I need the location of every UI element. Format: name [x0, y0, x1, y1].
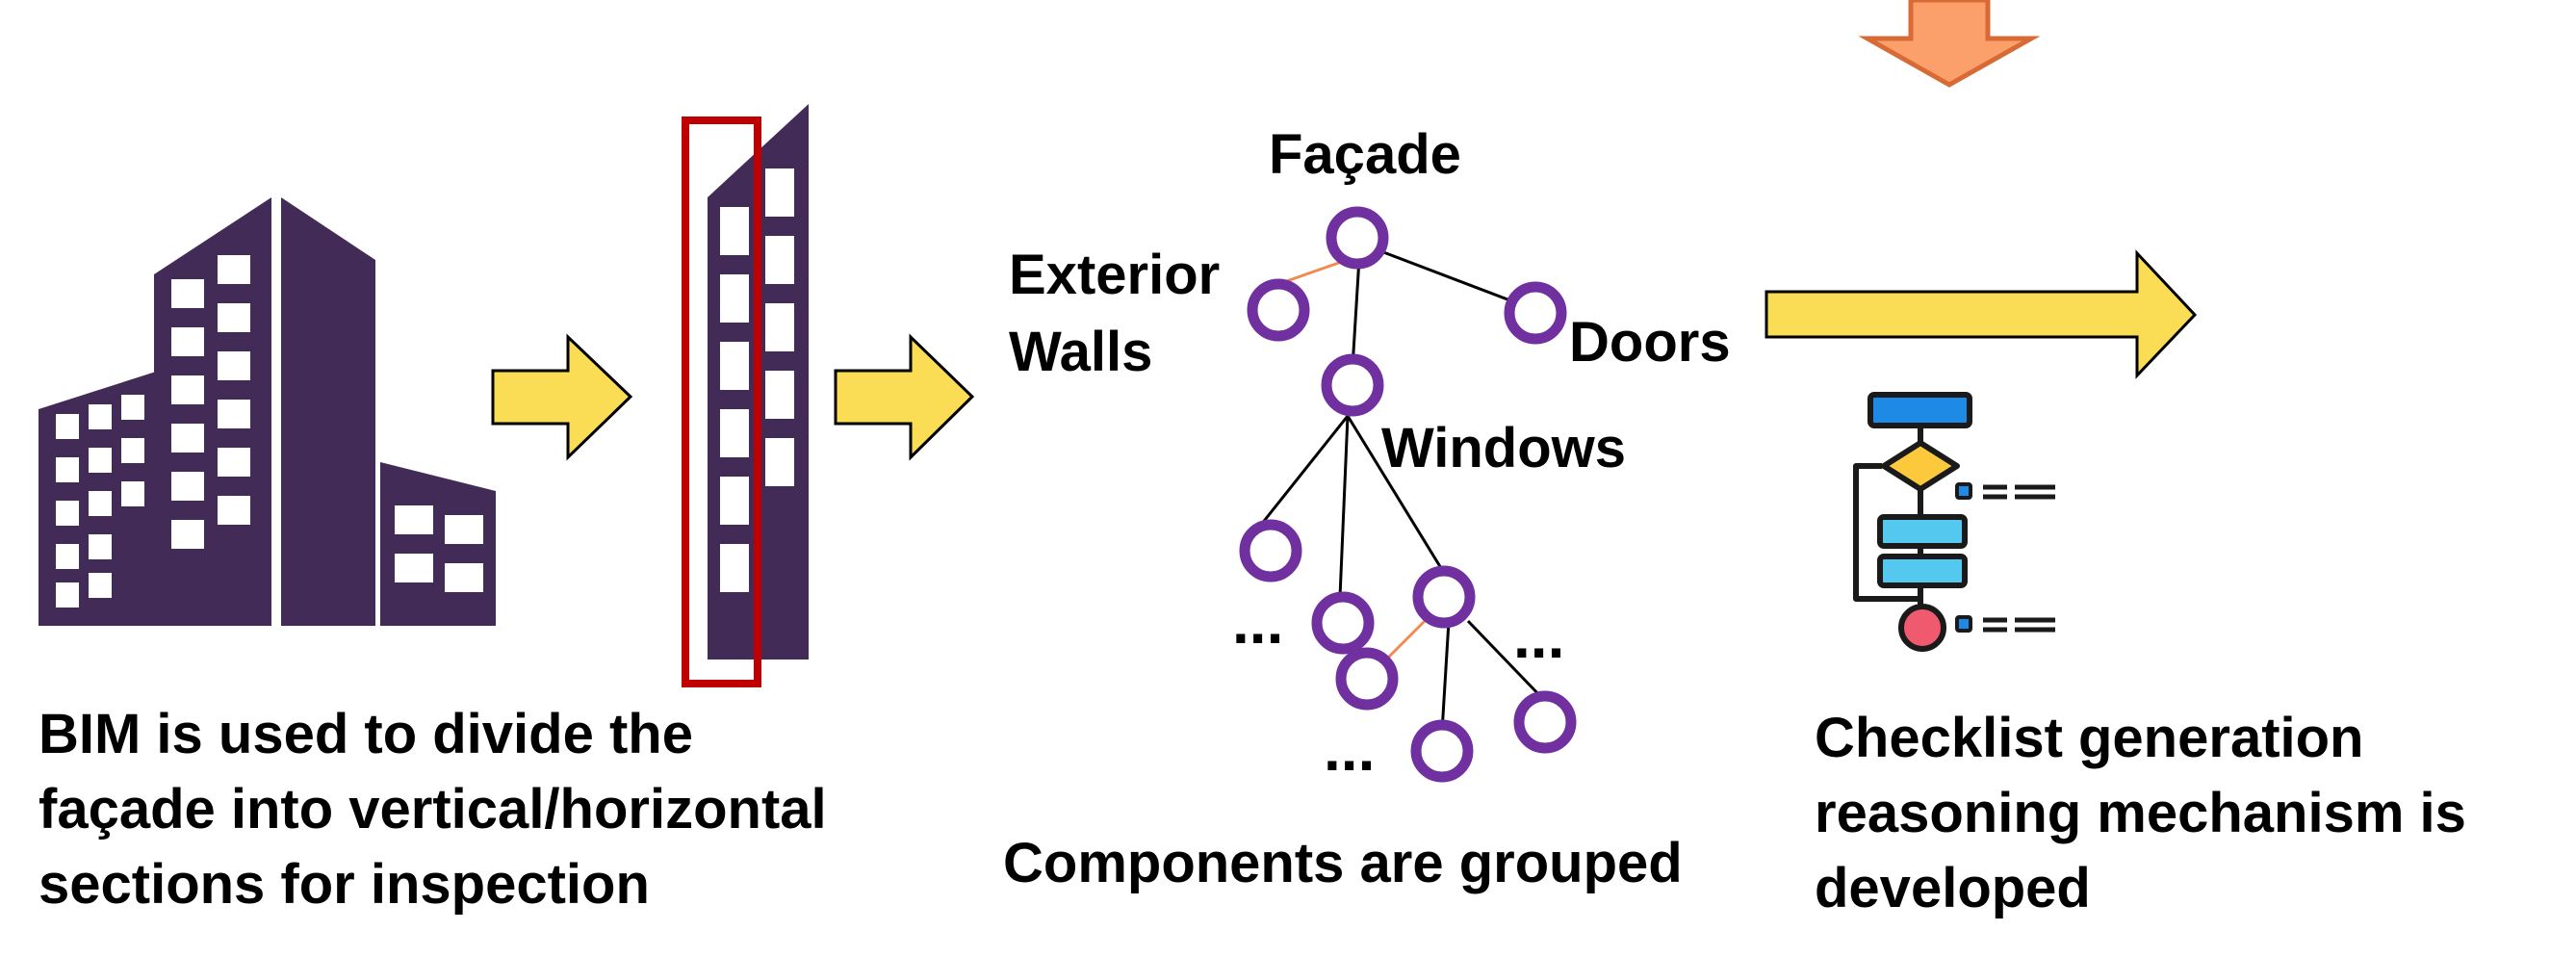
label-exterior: Exterior — [1009, 244, 1220, 306]
caption-checklist: Checklist generation reasoning mechanism… — [1815, 701, 2466, 926]
caption-checklist-line-2: reasoning mechanism is — [1815, 782, 2466, 844]
node-doors — [1504, 281, 1567, 345]
caption-bim: BIM is used to divide the façade into ve… — [39, 697, 827, 922]
ellipsis-bottom: ... — [1324, 714, 1375, 784]
node-child-3 — [1412, 565, 1476, 629]
ellipsis-right: ... — [1513, 602, 1564, 671]
node-child-5 — [1410, 719, 1474, 783]
caption-bim-line-2: façade into vertical/horizontal — [39, 778, 827, 841]
label-doors: Doors — [1569, 311, 1731, 374]
process-arrow-3 — [1765, 249, 2198, 379]
label-windows: Windows — [1381, 417, 1626, 479]
label-walls: Walls — [1009, 321, 1152, 383]
tree-edges — [1259, 248, 1544, 733]
process-arrow-2 — [834, 333, 975, 461]
node-child-6 — [1513, 690, 1577, 754]
tree-nodes — [1239, 206, 1577, 783]
caption-bim-line-3: sections for inspection — [39, 853, 650, 916]
label-facade: Façade — [1269, 123, 1461, 186]
caption-checklist-line-1: Checklist generation — [1815, 707, 2364, 769]
caption-grouping-line-1: Components are grouped — [1003, 832, 1683, 894]
node-facade — [1326, 206, 1389, 270]
caption-bim-line-1: BIM is used to divide the — [39, 703, 693, 765]
node-child-1 — [1239, 519, 1302, 582]
office-building-icon — [39, 197, 496, 626]
node-windows — [1321, 353, 1384, 417]
node-exterior-walls — [1247, 278, 1310, 342]
caption-checklist-line-3: developed — [1815, 857, 2091, 919]
ellipsis-left: ... — [1232, 587, 1283, 657]
node-child-4 — [1335, 647, 1399, 711]
process-arrow-1 — [491, 333, 633, 461]
node-child-2 — [1311, 591, 1375, 655]
flowchart-icon — [1853, 392, 2055, 652]
caption-grouping: Components are grouped — [1003, 826, 1683, 901]
facade-section-icon — [682, 104, 809, 687]
down-arrow — [1858, 0, 2041, 88]
